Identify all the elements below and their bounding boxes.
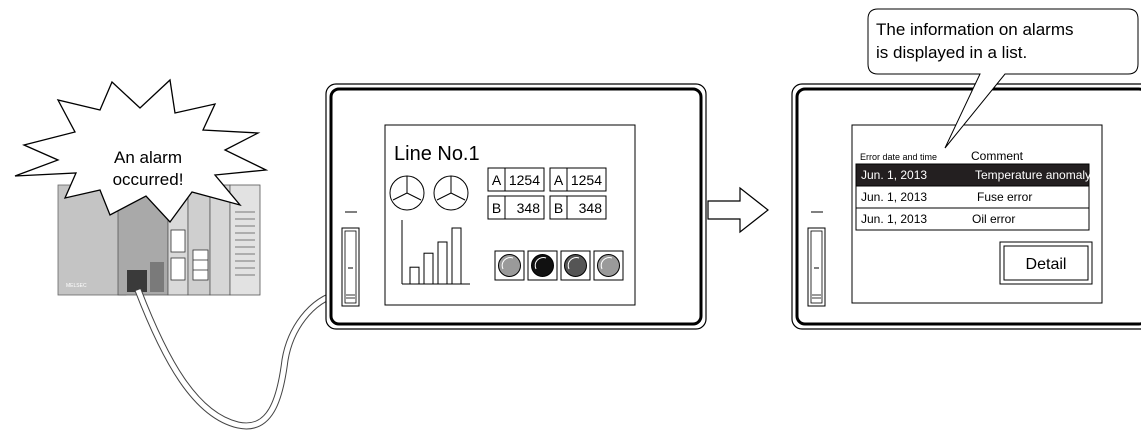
callout-text-line1: The information on alarms (876, 20, 1073, 39)
alarm-text-line1: An alarm (114, 148, 182, 167)
plc-unit: MELSEC (57, 184, 261, 296)
meter-letter: A (554, 172, 564, 188)
alarm-row-comment: Temperature anomaly (975, 168, 1091, 182)
alarm-list-header-date: Error date and time (860, 152, 937, 162)
flow-arrow-right (707, 186, 769, 234)
numeric-meter: B 348 (549, 195, 607, 220)
lamp-indicator (593, 250, 624, 281)
numeric-meter: B 348 (487, 195, 545, 220)
alarm-list-header-comment: Comment (971, 149, 1024, 163)
meter-letter: A (492, 172, 502, 188)
alarm-row[interactable]: Jun. 1, 2013 Temperature anomaly (855, 163, 1091, 187)
bar-graph-bar (409, 266, 420, 285)
alarm-list: Error date and time Comment Jun. 1, 2013… (855, 149, 1091, 231)
bar-graph (401, 220, 470, 285)
meter-value: 1254 (571, 172, 602, 188)
plc-brand-label: MELSEC (66, 283, 87, 289)
lamp-indicator (560, 250, 591, 281)
alarm-row-comment: Oil error (972, 212, 1015, 226)
meter-value: 348 (517, 200, 541, 216)
lamp-indicator (494, 250, 525, 281)
lamp-indicator (527, 250, 558, 281)
got-terminal-right: Error date and time Comment Jun. 1, 2013… (791, 83, 1141, 330)
detail-button[interactable]: Detail (999, 241, 1093, 285)
callout-text-line2: is displayed in a list. (876, 43, 1027, 62)
alarm-row-comment: Fuse error (977, 190, 1032, 204)
bar-graph-bar (423, 252, 434, 285)
meter-value: 348 (579, 200, 603, 216)
callout-balloon: The information on alarms is displayed i… (867, 8, 1139, 149)
lamp-group (494, 250, 624, 281)
numeric-meter: A 1254 (549, 167, 607, 192)
alarm-row-date: Jun. 1, 2013 (861, 190, 927, 204)
screen-title: Line No.1 (394, 143, 480, 165)
bar-graph-bar (451, 227, 462, 285)
alarm-row[interactable]: Jun. 1, 2013 Oil error (855, 207, 1090, 231)
pie-chart-icon (433, 175, 469, 211)
alarm-row-date: Jun. 1, 2013 (861, 168, 927, 182)
meter-value: 1254 (509, 172, 540, 188)
bar-graph-bar (437, 241, 448, 285)
meter-letter: B (492, 200, 501, 216)
alarm-burst: An alarm occurred! (14, 78, 269, 224)
connection-cable (134, 288, 341, 430)
meter-letter: B (554, 200, 563, 216)
detail-button-label: Detail (1026, 256, 1067, 273)
pie-chart-icon (389, 175, 425, 211)
alarm-row-date: Jun. 1, 2013 (861, 212, 927, 226)
alarm-row[interactable]: Jun. 1, 2013 Fuse error (855, 185, 1090, 209)
numeric-meter: A 1254 (487, 167, 545, 192)
alarm-text-line2: occurred! (113, 170, 184, 189)
